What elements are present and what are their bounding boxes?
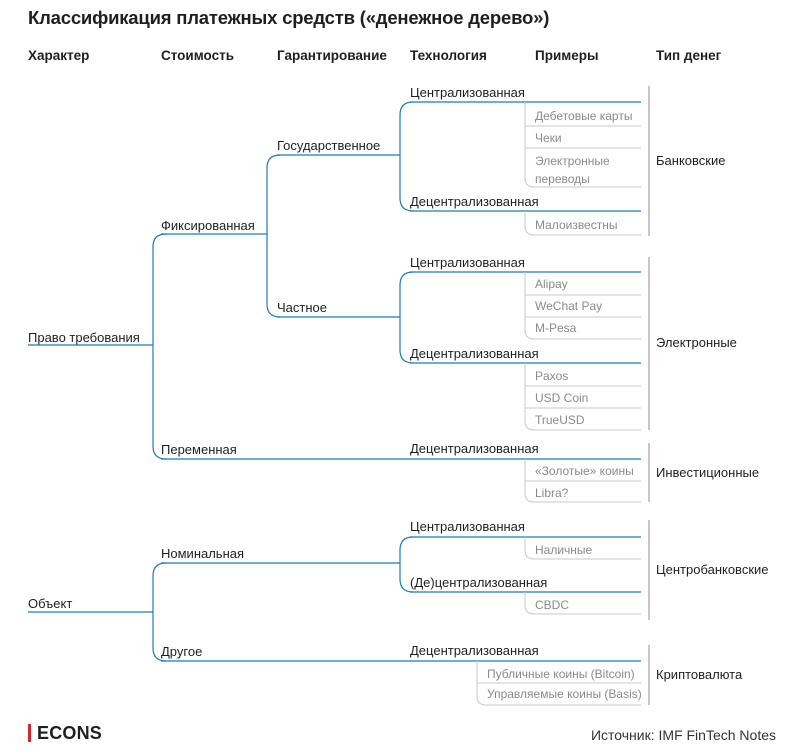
edge-fixed-split	[266, 154, 281, 318]
node-variable-decentralized: Децентрализованная	[410, 441, 539, 456]
edge-state-split	[399, 101, 414, 212]
money-type-bank: Банковские	[656, 153, 726, 168]
econs-logo[interactable]: ECONS	[28, 723, 102, 744]
edge-claim-split	[152, 233, 167, 460]
edge-private-split	[399, 271, 414, 364]
node-variable: Переменная	[161, 442, 237, 457]
logo-bar-icon	[28, 724, 31, 742]
example-paxos: Paxos	[535, 369, 569, 383]
node-nominal-centralized: Централизованная	[410, 519, 525, 534]
node-semi-decentralized: (Де)централизованная	[410, 575, 548, 590]
edge-object-split	[152, 562, 167, 662]
node-private-centralized: Централизованная	[410, 255, 525, 270]
example-mpesa: M-Pesa	[535, 321, 577, 335]
chart-title: Классификация платежных средств («денежн…	[28, 7, 550, 28]
source-note: Источник: IMF FinTech Notes	[590, 727, 776, 743]
money-type-electronic: Электронные	[656, 335, 737, 350]
node-state: Государственное	[277, 138, 381, 153]
money-type-investment: Инвестиционные	[656, 465, 760, 480]
example-libra: Libra?	[535, 486, 569, 500]
node-claim: Право требования	[28, 330, 140, 345]
node-state-centralized: Централизованная	[410, 85, 525, 100]
money-type-crypto: Криптовалюта	[656, 667, 743, 682]
node-other-decentralized: Децентрализованная	[410, 643, 539, 658]
header-value: Стоимость	[161, 48, 235, 63]
example-checks: Чеки	[535, 131, 562, 145]
example-public-coins: Публичные коины (Bitcoin)	[487, 667, 635, 681]
node-private: Частное	[277, 300, 327, 315]
node-state-decentralized: Децентрализованная	[410, 194, 539, 209]
node-other: Другое	[161, 644, 203, 659]
example-cbdc: CBDC	[535, 598, 570, 612]
example-alipay: Alipay	[535, 277, 568, 291]
edge-nominal-split	[399, 536, 414, 593]
header-character: Характер	[28, 48, 90, 63]
header-technology: Технология	[410, 48, 487, 63]
node-object: Объект	[28, 596, 73, 611]
logo-text: ECONS	[37, 723, 103, 743]
money-type-central-bank: Центробанковские	[656, 562, 769, 577]
example-usdcoin: USD Coin	[535, 391, 589, 405]
header-examples: Примеры	[535, 48, 599, 63]
node-nominal: Номинальная	[161, 546, 245, 561]
example-cash: Наличные	[535, 543, 593, 557]
example-e-transfers: Электронные переводы	[535, 154, 610, 186]
header-guarantee: Гарантирование	[277, 48, 387, 63]
example-little-known: Малоизвестны	[535, 218, 618, 232]
example-managed-coins: Управляемые коины (Basis)	[487, 687, 642, 701]
example-gold-coins: «Золотые» коины	[535, 464, 634, 478]
node-fixed: Фиксированная	[161, 218, 255, 233]
example-debit-cards: Дебетовые карты	[535, 109, 633, 123]
example-trueusd: TrueUSD	[535, 413, 585, 427]
node-private-decentralized: Децентрализованная	[410, 346, 539, 361]
header-money-type: Тип денег	[656, 48, 722, 63]
example-wechat: WeChat Pay	[535, 299, 603, 313]
